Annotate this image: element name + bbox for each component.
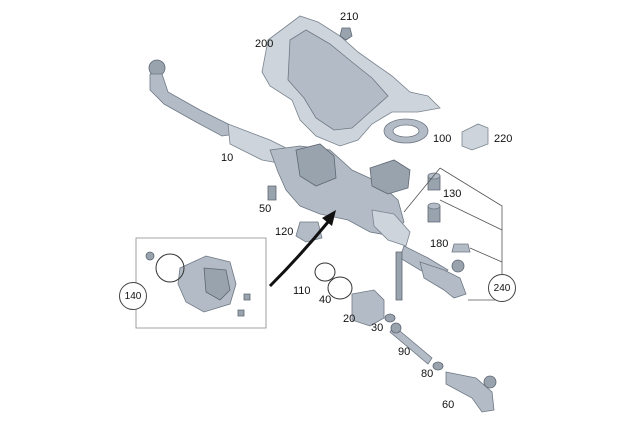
callout-50: 50 bbox=[259, 203, 272, 215]
callout-30: 30 bbox=[371, 322, 384, 334]
callout-60: 60 bbox=[442, 399, 455, 411]
callout-220: 220 bbox=[494, 133, 513, 145]
callout-120: 120 bbox=[275, 226, 294, 238]
callout-100: 100 bbox=[433, 133, 452, 145]
callout-240: 240 bbox=[488, 274, 516, 302]
callout-140: 140 bbox=[119, 282, 147, 310]
callout-80: 80 bbox=[421, 368, 434, 380]
callout-200: 200 bbox=[255, 38, 274, 50]
cap-220-part bbox=[461, 123, 489, 151]
nut-80-part bbox=[432, 361, 444, 371]
inner-tie-rod-90-part bbox=[389, 322, 433, 365]
outer-tie-rod-end-60-part bbox=[445, 371, 497, 413]
rod-part bbox=[395, 251, 403, 301]
motor-detail-box bbox=[135, 237, 267, 329]
bushing-130b-part bbox=[427, 202, 441, 223]
right-tie-rod-end-part bbox=[419, 259, 467, 299]
callout-10: 10 bbox=[221, 152, 234, 164]
callout-40: 40 bbox=[319, 294, 332, 306]
callout-210: 210 bbox=[340, 11, 359, 23]
clip-210-part bbox=[339, 27, 353, 41]
nut-180-part bbox=[451, 243, 471, 253]
clamp-30-part bbox=[384, 313, 396, 323]
callout-90: 90 bbox=[398, 346, 411, 358]
callout-130: 130 bbox=[443, 188, 462, 200]
callout-110: 110 bbox=[293, 285, 311, 297]
bolt-50-part bbox=[267, 185, 277, 201]
ring-40-part bbox=[327, 276, 353, 300]
detail-arrow bbox=[268, 210, 336, 288]
seal-ring-100-part bbox=[383, 118, 429, 144]
callout-180: 180 bbox=[430, 238, 449, 250]
boot-20-part bbox=[351, 289, 385, 327]
oring-110-part bbox=[314, 262, 336, 282]
callout-20: 20 bbox=[343, 313, 356, 325]
heat-shield-part bbox=[261, 15, 441, 147]
